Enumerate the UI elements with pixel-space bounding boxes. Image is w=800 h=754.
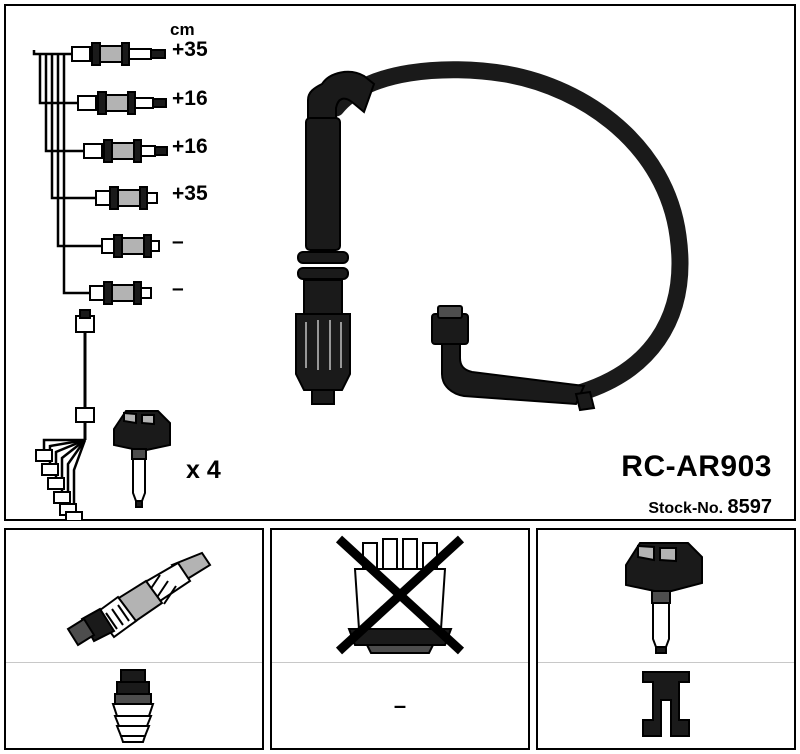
- cell-bottom-art-dash: –: [272, 662, 528, 750]
- stock-number: Stock-No. 8597: [648, 496, 772, 519]
- compat-cell-ignition-coil: [536, 528, 796, 750]
- cable-length-label-2: +16: [172, 87, 208, 110]
- unit-label: cm: [170, 20, 195, 39]
- cable-length-label-1: +35: [172, 38, 208, 61]
- stock-number-label: Stock-No.: [648, 500, 724, 517]
- distributor-cap-icon: [335, 535, 465, 655]
- cell-bottom-art-coil-connector: [538, 662, 794, 750]
- cell-top-art-distributor-cap: [272, 530, 528, 662]
- cell-divider: [538, 662, 794, 663]
- cell-divider: [272, 662, 528, 663]
- cable-length-label-6: –: [172, 277, 184, 300]
- cross-out-icon: [335, 535, 465, 655]
- coil-connector-icon: [642, 671, 690, 737]
- quantity-multiplier: x 4: [186, 456, 221, 484]
- ignition-cable-illustration: [295, 61, 689, 412]
- ignition-coil-icon: [625, 542, 703, 654]
- right-angle-boot: [431, 305, 596, 412]
- harness-terminals: [35, 449, 83, 520]
- coil-lead-small-drawing: [75, 309, 95, 440]
- main-illustration-panel: cm: [4, 4, 796, 521]
- cell-divider: [6, 662, 262, 663]
- cable-length-label-5: –: [172, 230, 184, 253]
- dash-icon: –: [393, 693, 407, 718]
- spark-plug-boot: [295, 70, 376, 405]
- cell-top-art-spark-plug: [6, 530, 262, 662]
- spark-plug-icon: [66, 551, 212, 647]
- cable-length-label-3: +16: [172, 135, 208, 158]
- cell-top-art-ignition-coil: [538, 530, 794, 662]
- compat-cell-spark-plug: [4, 528, 264, 750]
- part-number: RC-AR903: [621, 450, 772, 483]
- compatibility-strip: –: [4, 528, 796, 750]
- rubber-boot-icon: [111, 669, 155, 743]
- cable-harness-schematic: [32, 42, 168, 520]
- cell-bottom-art-rubber-boot: [6, 662, 262, 750]
- compat-cell-distributor-cap: –: [270, 528, 530, 750]
- stock-number-value: 8597: [727, 496, 773, 518]
- coil-on-plug-connector-icon: [113, 410, 171, 508]
- lead-connectors: [71, 42, 168, 305]
- cable-length-label-4: +35: [172, 182, 208, 205]
